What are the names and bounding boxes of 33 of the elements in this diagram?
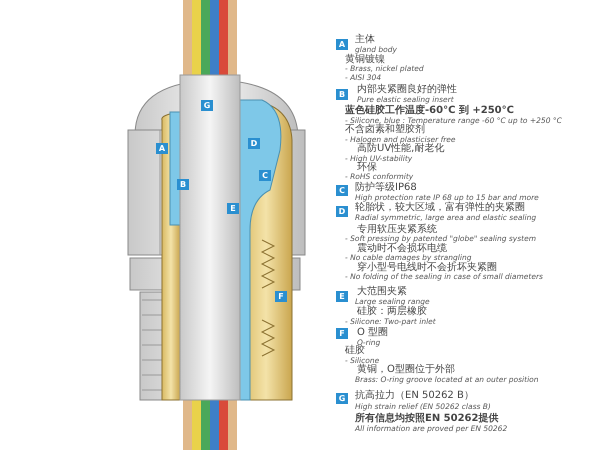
callout-letter: A (336, 39, 348, 50)
feature-text: 震动时不会损坏电缆 (357, 244, 447, 254)
feature-text: 硅胶：两层橡胶 (357, 307, 427, 317)
callout-letter: F (275, 291, 287, 302)
feature-text: 防护等级IP68 (355, 183, 417, 193)
feature-text: 高防UV性能,耐老化 (357, 144, 444, 154)
feature-text: 抗高拉力（EN 50262 B） (355, 391, 474, 401)
callout-letter: C (259, 170, 271, 181)
callout-letter: G (201, 100, 213, 111)
feature-text: 轮胎状，较大区域，富有弹性的夹紧圈 (355, 203, 525, 213)
feature-text: 穿小型号电线时不会折坏夹紧圈 (357, 263, 497, 273)
callout-letter: C (336, 185, 348, 196)
callout-letter: E (227, 203, 239, 214)
feature-text: 黄铜镀镍 (345, 55, 385, 65)
callout-letter: F (336, 328, 348, 339)
callout-letter: D (248, 138, 260, 149)
callout-letter: D (336, 206, 348, 217)
feature-text: 环保 (357, 163, 377, 173)
feature-text: 专用软压夹紧系统 (357, 225, 437, 235)
feature-text: 蓝色硅胶工作温度-60°C 到 +250°C (345, 106, 514, 116)
callout-letter: G (336, 393, 348, 404)
feature-text: 主体 (355, 35, 375, 45)
feature-text: 硅胶 (345, 346, 365, 356)
feature-text: 所有信息均按照EN 50262提供 (355, 414, 498, 424)
feature-text: 不含卤素和塑胶剂 (345, 125, 425, 135)
callout-letter: B (177, 179, 189, 190)
feature-text: 大范围夹紧 (357, 287, 407, 297)
callout-letter: A (156, 143, 168, 154)
callout-letter: B (336, 89, 348, 100)
feature-text: O 型圈 (357, 328, 388, 338)
feature-text: 黄铜，O型圈位于外部 (357, 365, 455, 375)
feature-text: 内部夹紧圈良好的弹性 (357, 85, 457, 95)
callout-letter: E (336, 291, 348, 302)
